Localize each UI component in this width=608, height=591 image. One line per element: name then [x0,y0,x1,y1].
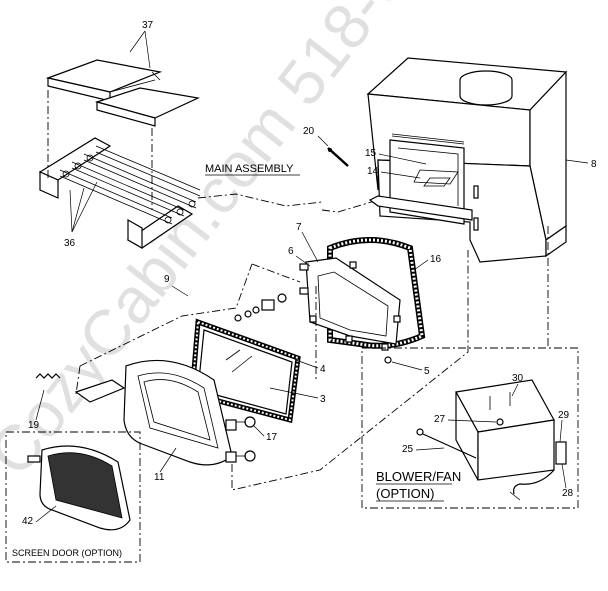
blower-fan-label-line2: (OPTION) [376,486,435,501]
callout-16: 16 [430,254,442,265]
callout-30: 30 [512,373,524,384]
callout-17: 17 [266,432,278,443]
burn-tube-assembly [38,137,201,250]
callout-37: 37 [142,20,154,31]
callout-4: 4 [320,364,326,375]
callout-25: 25 [402,444,414,455]
door-gasket-frame [299,237,426,364]
screen-door-option-box [5,431,141,563]
handle-spring [35,373,126,403]
callout-9: 9 [164,274,170,285]
callout-7: 7 [296,222,302,233]
callout-19: 19 [28,420,40,431]
power-cord [509,469,555,501]
blower-fan-housing [455,379,567,481]
stove-body [366,57,568,263]
callout-15: 15 [365,148,377,159]
screen-door-label: SCREEN DOOR (OPTION) [12,548,122,558]
callout-28: 28 [562,488,574,499]
latch-hardware [234,293,287,322]
callout-27: 27 [434,414,446,425]
screen-door [27,445,131,531]
callout-6: 6 [288,246,294,257]
thermostat-sensor [416,428,477,459]
blower-fan-option-box [361,347,579,509]
callout-42: 42 [22,516,34,527]
blower-fan-label-line1: BLOWER/FAN [376,469,461,484]
callout-8: 8 [591,159,597,170]
callout-20: 20 [303,126,315,137]
callout-11: 11 [154,472,165,483]
callout-36: 36 [64,238,76,249]
callout-3: 3 [320,394,326,405]
callout-14: 14 [367,166,379,177]
hinge-pins [236,416,256,462]
callout-5: 5 [424,366,430,377]
callout-29: 29 [558,410,570,421]
main-assembly-label: MAIN ASSEMBLY [205,163,294,175]
screw-part [327,147,349,167]
baffle-boards [45,59,200,127]
cast-door [123,359,237,466]
door-glass [189,318,301,424]
